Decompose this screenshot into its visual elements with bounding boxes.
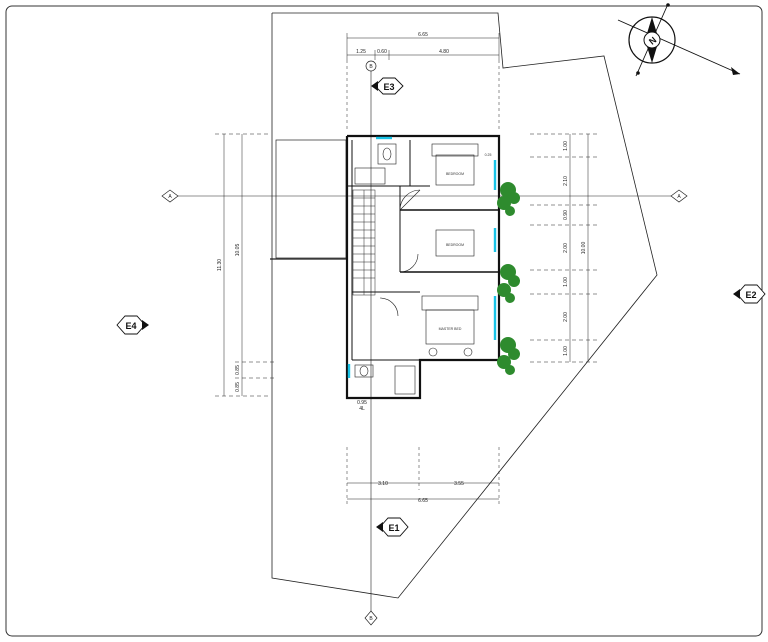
misc-dim-bottom-left: 0.95	[357, 400, 367, 406]
right-dim-overall: 10.00	[581, 242, 587, 255]
elevation-tag-e1: E1	[376, 517, 409, 537]
elevation-e1-label: E1	[388, 523, 399, 533]
right-dim-d4: 2.00	[563, 243, 569, 253]
top-dim-seg1: 1.25	[356, 49, 366, 55]
elevation-e2-label: E2	[745, 290, 756, 300]
right-dim-d7: 1.00	[563, 346, 569, 356]
left-dim-b: 0.85	[235, 382, 241, 392]
north-letter: N	[647, 35, 658, 47]
left-dim-a: 0.85	[235, 365, 241, 375]
right-dim-d2: 2.10	[563, 176, 569, 186]
top-dimension-lines	[346, 33, 500, 130]
bottom-dim-seg2: 3.55	[454, 481, 464, 487]
building-walls	[345, 134, 501, 400]
staircase	[352, 189, 376, 296]
bathroom-fixtures	[354, 143, 416, 395]
elevation-tag-e4: E4	[116, 315, 149, 335]
north-arrow: N	[617, 3, 741, 77]
axis-marker-a-right: A	[670, 189, 688, 203]
elevation-tag-e3: E3	[371, 77, 404, 95]
top-dim-seg3: 4.80	[439, 49, 449, 55]
room-small-dim: 0.25	[485, 153, 492, 157]
door-swings	[379, 189, 421, 317]
axis-a-left-label: A	[168, 194, 172, 200]
room-label-1: BEDROOM	[446, 172, 464, 176]
axis-marker-a-left: A	[161, 189, 179, 203]
axis-marker-b-bottom: B	[364, 610, 378, 626]
axis-b-top-label: B	[369, 64, 373, 70]
left-dimension-lines	[215, 133, 275, 397]
left-dim-inner: 10.05	[235, 244, 241, 257]
terrace-outline	[270, 139, 347, 260]
plants	[497, 182, 520, 375]
axis-b-bottom-label: B	[369, 616, 373, 622]
bottom-dimension-lines	[346, 447, 500, 505]
elevation-tag-e2: E2	[733, 284, 766, 304]
right-dim-d1: 1.00	[563, 141, 569, 151]
room-label-3: MASTER BED	[439, 327, 462, 331]
axis-a-right-label: A	[677, 194, 681, 200]
bottom-dim-seg1: 3.10	[378, 481, 388, 487]
bottom-dim-overall: 6.65	[418, 498, 428, 504]
right-dim-d3: 0.90	[563, 210, 569, 220]
site-boundary	[271, 12, 658, 599]
right-dim-d5: 1.00	[563, 277, 569, 287]
bed-room-2	[435, 229, 475, 257]
misc-level-label: 4L	[359, 406, 365, 412]
right-dim-d6: 2.00	[563, 312, 569, 322]
right-dimension-lines	[530, 133, 598, 363]
top-dim-seg2: 0.60	[377, 49, 387, 55]
bed-room-3	[421, 295, 479, 357]
elevation-e4-label: E4	[125, 321, 136, 331]
top-dim-overall: 6.65	[418, 32, 428, 38]
left-dim-overall: 11.30	[217, 259, 223, 271]
axis-marker-b-top: B	[365, 60, 377, 72]
bed-room-1	[431, 143, 479, 186]
glazing	[347, 136, 497, 378]
elevation-e3-label: E3	[383, 82, 394, 92]
room-label-2: BEDROOM	[446, 243, 464, 247]
sheet-border	[5, 5, 763, 637]
